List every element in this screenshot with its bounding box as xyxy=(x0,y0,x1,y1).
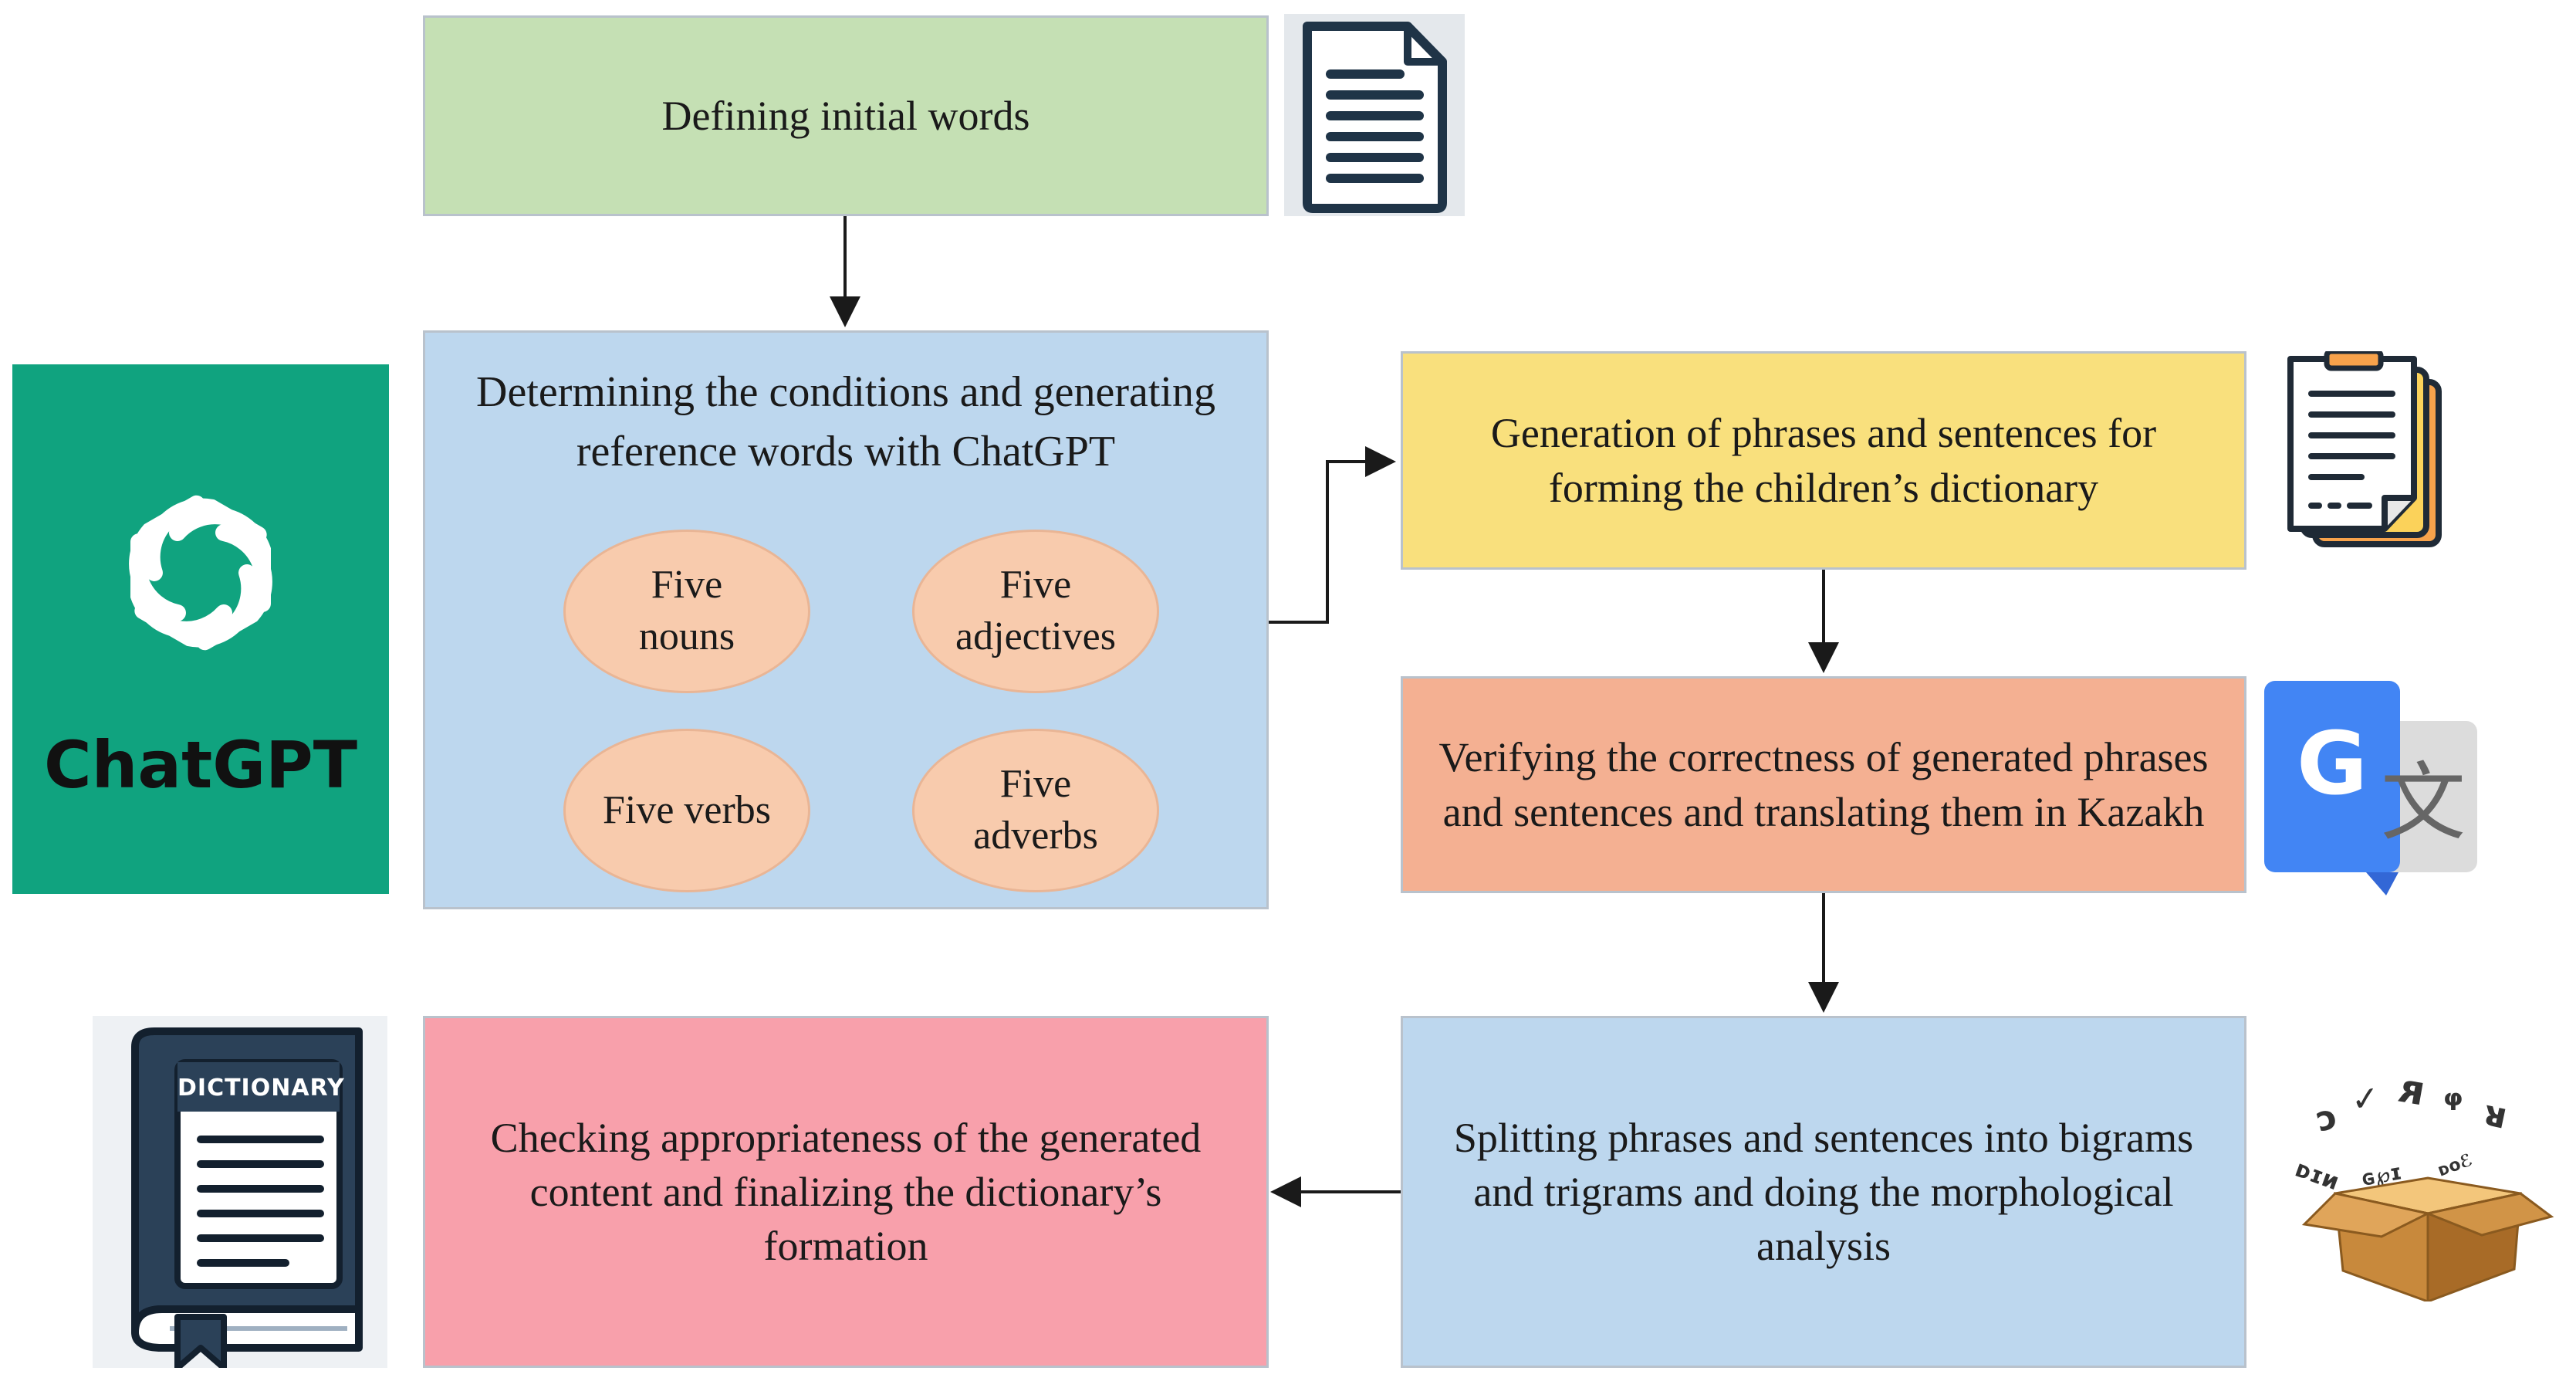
document-icon xyxy=(1284,14,1465,216)
step-verifying-correctness: Verifying the correctness of generated p… xyxy=(1401,676,2246,893)
google-translate-icon: G 文 xyxy=(2264,681,2477,895)
step-checking-appropriateness: Checking appropriateness of the generate… xyxy=(423,1016,1269,1368)
svg-text:G: G xyxy=(2297,714,2368,814)
arrow-conditions-to-generation xyxy=(1269,446,1396,624)
chatgpt-logo-text: ChatGPT xyxy=(43,727,358,803)
svg-text:ᴅoℰ: ᴅoℰ xyxy=(2436,1150,2476,1180)
notes-icon xyxy=(2287,351,2442,547)
svg-text:✓: ✓ xyxy=(2350,1078,2382,1120)
step-defining-initial-words: Defining initial words xyxy=(423,15,1269,216)
svg-text:ᴙ: ᴙ xyxy=(2395,1070,2429,1115)
chatgpt-logo: ChatGPT xyxy=(12,364,389,894)
language-box-icon: ɔ ✓ ᴙ ᵩ ᴚ ᴅɪᴎ ɢ℘ɪ ᴅoℰ xyxy=(2291,1070,2554,1301)
svg-text:ᵩ: ᵩ xyxy=(2443,1070,2463,1115)
oval-five-adverbs: Five adverbs xyxy=(912,729,1159,892)
openai-knot-icon xyxy=(129,495,272,651)
oval-five-adjectives: Five adjectives xyxy=(912,530,1159,693)
step-generation-of-phrases: Generation of phrases and sentences for … xyxy=(1401,351,2246,570)
step-splitting-phrases: Splitting phrases and sentences into big… xyxy=(1401,1016,2246,1368)
dictionary-label: DICTIONARY xyxy=(177,1075,345,1102)
dictionary-book-icon: DICTIONARY xyxy=(93,1016,387,1368)
svg-text:ɔ: ɔ xyxy=(2312,1097,2341,1140)
oval-five-verbs: Five verbs xyxy=(563,729,810,892)
svg-text:ᴚ: ᴚ xyxy=(2480,1092,2511,1137)
oval-five-nouns: Five nouns xyxy=(563,530,810,693)
step-determining-conditions-label: Determining the conditions and generatin… xyxy=(476,368,1215,476)
step-defining-initial-words-label: Defining initial words xyxy=(661,92,1030,139)
svg-text:ᴅɪᴎ: ᴅɪᴎ xyxy=(2291,1156,2342,1197)
book-shape-icon xyxy=(131,1027,363,1368)
svg-text:文: 文 xyxy=(2381,753,2466,852)
